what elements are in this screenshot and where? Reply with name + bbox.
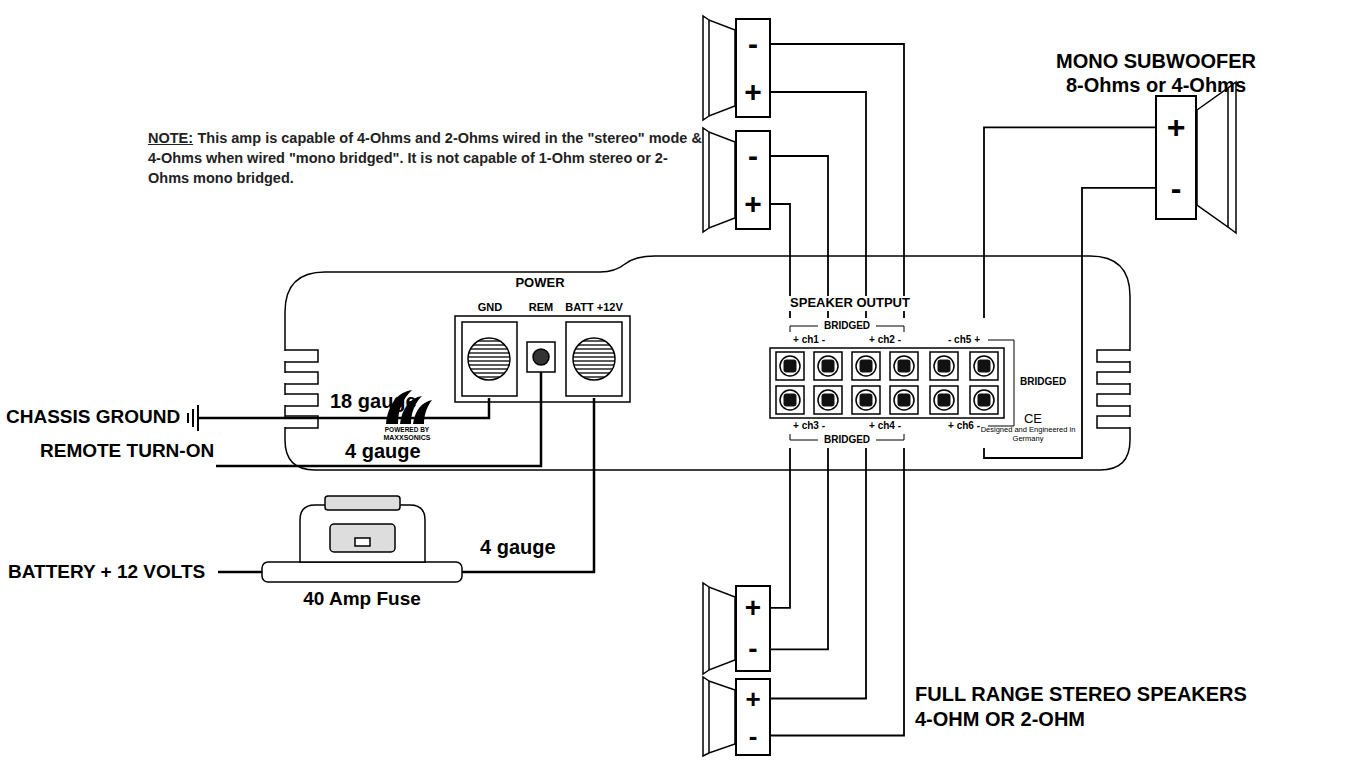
polarity-sign: + [1167, 111, 1186, 143]
polarity-sign: + [744, 189, 762, 219]
note-text: This amp is capable of 4-Ohms and 2-Ohms… [148, 130, 702, 186]
fuse-label: 40 Amp Fuse [303, 588, 421, 610]
channel-label: + ch3 - [793, 420, 825, 432]
fuse-holder [262, 496, 462, 582]
speaker-wire [771, 448, 828, 649]
channel-label: + ch4 - [869, 420, 901, 432]
power-terminals [455, 316, 630, 402]
panel-label: SPEAKER OUTPUT [787, 296, 913, 311]
speaker-wire [771, 92, 866, 318]
panel-label: POWER [512, 276, 567, 291]
bridge-brackets [790, 326, 1014, 440]
speaker-wire [771, 448, 904, 736]
amplifier-outline [285, 256, 1130, 470]
battery-terminal: BATT +12V [562, 300, 626, 400]
speaker-wire [771, 448, 866, 699]
speaker-wire [771, 448, 790, 608]
polarity-sign: - [748, 635, 757, 663]
gauge-label: 4 gauge [345, 440, 421, 463]
terminal-label: GND [478, 301, 502, 314]
impedance-label: 8-Ohms or 4-Ohms [1066, 74, 1246, 97]
gauge-label: 4 gauge [480, 536, 556, 559]
speaker-wire [984, 188, 1155, 458]
polarity-sign: + [744, 77, 762, 107]
speaker-terminal-block [770, 348, 1004, 418]
channel-label: + ch2 - [869, 334, 901, 346]
polarity-sign: + [745, 686, 760, 712]
terminal-label: BATT +12V [565, 301, 623, 314]
group-title: MONO SUBWOOFER [1056, 50, 1256, 73]
speaker-wire [984, 127, 1155, 318]
impedance-label: 4-OHM OR 2-OHM [915, 708, 1085, 731]
ce-mark: CE [1024, 412, 1042, 427]
speaker-terminal: -+ [735, 130, 771, 230]
bridge-label: BRIDGED [824, 320, 870, 332]
ground-symbol [188, 405, 198, 431]
ground-terminal: GND [460, 300, 520, 400]
speaker-terminal: -+ [735, 18, 771, 118]
subwoofer-terminal: +- [1155, 95, 1197, 220]
bridge-label: BRIDGED [1020, 376, 1066, 388]
gauge-label: 18 gauge [330, 390, 417, 413]
wire-label: CHASSIS GROUND [6, 406, 180, 428]
remote-terminal: REM [524, 300, 558, 400]
bridge-label: BRIDGED [824, 434, 870, 446]
polarity-sign: - [748, 141, 758, 171]
wire-label: BATTERY + 12 VOLTS [8, 561, 205, 583]
group-title: FULL RANGE STEREO SPEAKERS [915, 683, 1247, 706]
speaker-wire [771, 44, 904, 318]
terminal-label: REM [529, 301, 553, 314]
logo-text: POWERED BY [385, 426, 429, 433]
speaker-terminal: +- [735, 585, 771, 672]
polarity-sign: + [745, 594, 761, 622]
note-block: NOTE:This amp is capable of 4-Ohms and 2… [148, 128, 708, 188]
polarity-sign: - [748, 29, 758, 59]
polarity-sign: - [1171, 172, 1182, 204]
channel-label: + ch6 - [948, 420, 980, 432]
maker-note: Designed and Engineered in Germany [980, 426, 1076, 443]
speaker-terminal: +- [735, 678, 771, 756]
wire-label: REMOTE TURN-ON [40, 440, 214, 462]
speaker-wire [771, 156, 828, 318]
note-heading: NOTE: [148, 130, 193, 146]
channel-label: + ch1 - [793, 334, 825, 346]
speaker-cones [703, 16, 1236, 756]
polarity-sign: - [749, 723, 758, 749]
channel-label: - ch5 + [948, 334, 980, 346]
amplifier-housing: GND REM BATT +12V BRIDGED + ch1 - + ch2 - - ch… [285, 256, 1130, 470]
power-wiring [198, 372, 594, 572]
